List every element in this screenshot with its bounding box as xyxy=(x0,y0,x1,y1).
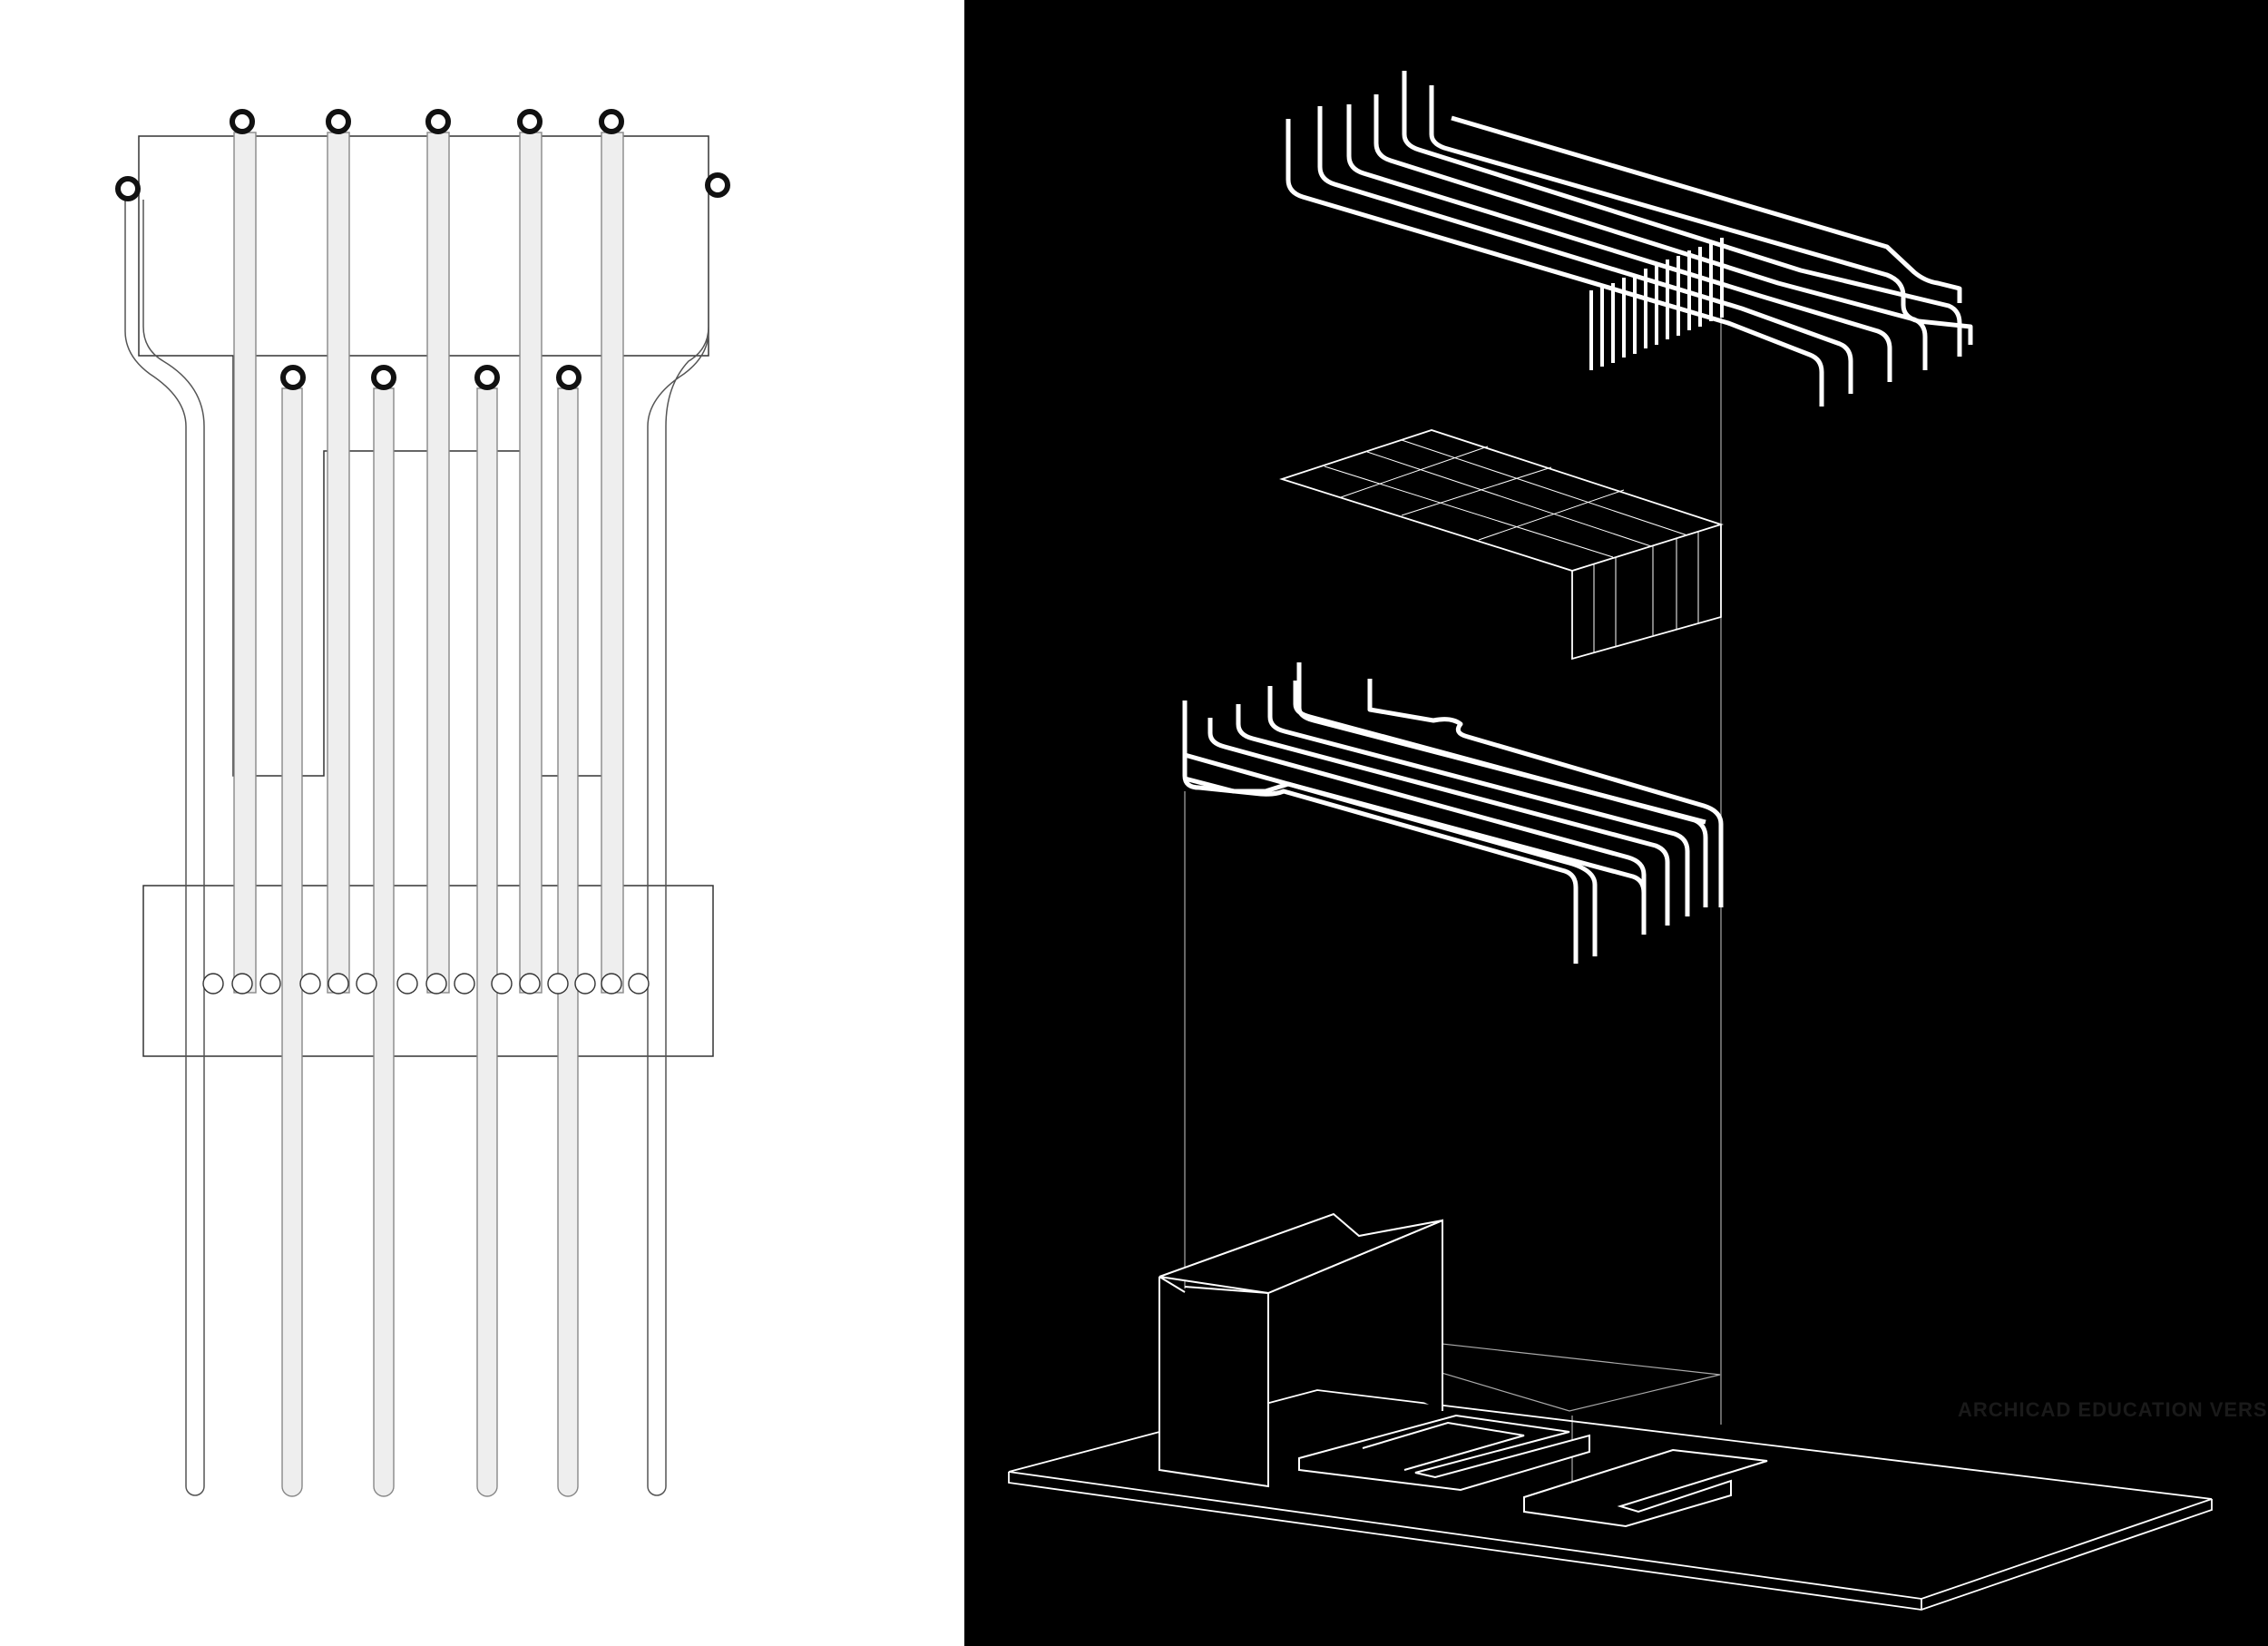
water-channels xyxy=(233,132,624,1497)
wall-outline xyxy=(1158,1219,1443,1488)
upper-channel xyxy=(1346,104,1892,382)
lower-channel xyxy=(1182,701,1579,964)
c-bench xyxy=(1298,1414,1590,1492)
bench-outline xyxy=(1523,1448,1768,1528)
nozzle-ring xyxy=(425,109,451,134)
grid-line xyxy=(1401,439,1688,536)
nozzle-ring xyxy=(556,365,582,390)
base-plate-edge xyxy=(1008,1472,2213,1611)
upper-channel xyxy=(1374,94,1928,370)
upper-channel xyxy=(1317,106,1853,394)
channel xyxy=(281,387,303,1497)
slab-face xyxy=(1571,524,1722,661)
nozzle-ring xyxy=(115,176,141,201)
drain-hole xyxy=(231,973,253,994)
channel xyxy=(426,132,450,994)
grid-line xyxy=(1401,466,1552,516)
nozzle-ring xyxy=(230,109,255,134)
pavilion-wall xyxy=(1158,1212,1443,1488)
grid-line xyxy=(1478,489,1625,541)
drain-hole xyxy=(574,973,596,994)
fountain-nozzles xyxy=(115,109,730,390)
lower-channel xyxy=(1296,662,1706,825)
drain-hole xyxy=(396,973,418,994)
grid-line xyxy=(1324,465,1614,558)
bench-inner xyxy=(1362,1421,1525,1471)
watermark-text: ARCHICAD EDUCATION VERSION xyxy=(1958,1398,2268,1421)
grid-line xyxy=(1366,451,1652,547)
outer-channel-right xyxy=(647,200,709,1496)
nozzle-ring xyxy=(705,172,730,198)
upper-channel xyxy=(1429,85,1973,345)
grid-line xyxy=(1340,446,1489,498)
nozzle-ring xyxy=(517,109,543,134)
plan-view xyxy=(0,0,964,1646)
drain-hole xyxy=(259,973,281,994)
nozzle-ring xyxy=(280,365,306,390)
drain-holes xyxy=(202,973,650,994)
wall-top xyxy=(1158,1212,1443,1295)
nozzle-ring xyxy=(599,109,624,134)
drain-hole xyxy=(547,973,569,994)
nozzle-ring xyxy=(326,109,351,134)
channel xyxy=(519,132,543,994)
channel xyxy=(557,387,579,1497)
lower-channel xyxy=(1207,718,1647,935)
upper-channel xyxy=(1451,115,1962,303)
drain-hole xyxy=(425,973,447,994)
lower-water-channels xyxy=(1182,662,1724,964)
nozzle-comb xyxy=(1589,238,1724,370)
slab-grid xyxy=(1324,439,1699,652)
channel xyxy=(233,132,257,994)
lower-channel xyxy=(1267,686,1690,916)
drain-hole xyxy=(601,973,622,994)
drain-hole xyxy=(491,973,513,994)
nozzle-ring xyxy=(371,365,396,390)
drain-hole xyxy=(628,973,650,994)
l-bench xyxy=(1523,1448,1768,1528)
lower-channel xyxy=(1236,704,1670,926)
drain-hole xyxy=(454,973,475,994)
upper-water-channels xyxy=(1286,71,1973,407)
upper-channel xyxy=(1402,71,1962,357)
channel xyxy=(476,387,498,1497)
nozzle-ring xyxy=(474,365,500,390)
lower-channel xyxy=(1367,679,1724,907)
outer-channel-left xyxy=(124,200,205,1496)
drain-hole xyxy=(202,973,224,994)
wall-edge xyxy=(1158,1276,1186,1293)
canopy-slab xyxy=(1279,429,1724,661)
wall-edge xyxy=(1184,1286,1269,1294)
axonometric-view xyxy=(964,0,2268,1646)
drain-hole xyxy=(519,973,541,994)
outer-channels xyxy=(124,200,709,1496)
channel xyxy=(327,132,350,994)
lower-channel xyxy=(1184,752,1598,956)
channel xyxy=(601,132,624,994)
drain-hole xyxy=(327,973,349,994)
drain-hole xyxy=(299,973,321,994)
channel xyxy=(373,387,395,1497)
drain-hole xyxy=(356,973,377,994)
upper-channel xyxy=(1286,119,1824,407)
